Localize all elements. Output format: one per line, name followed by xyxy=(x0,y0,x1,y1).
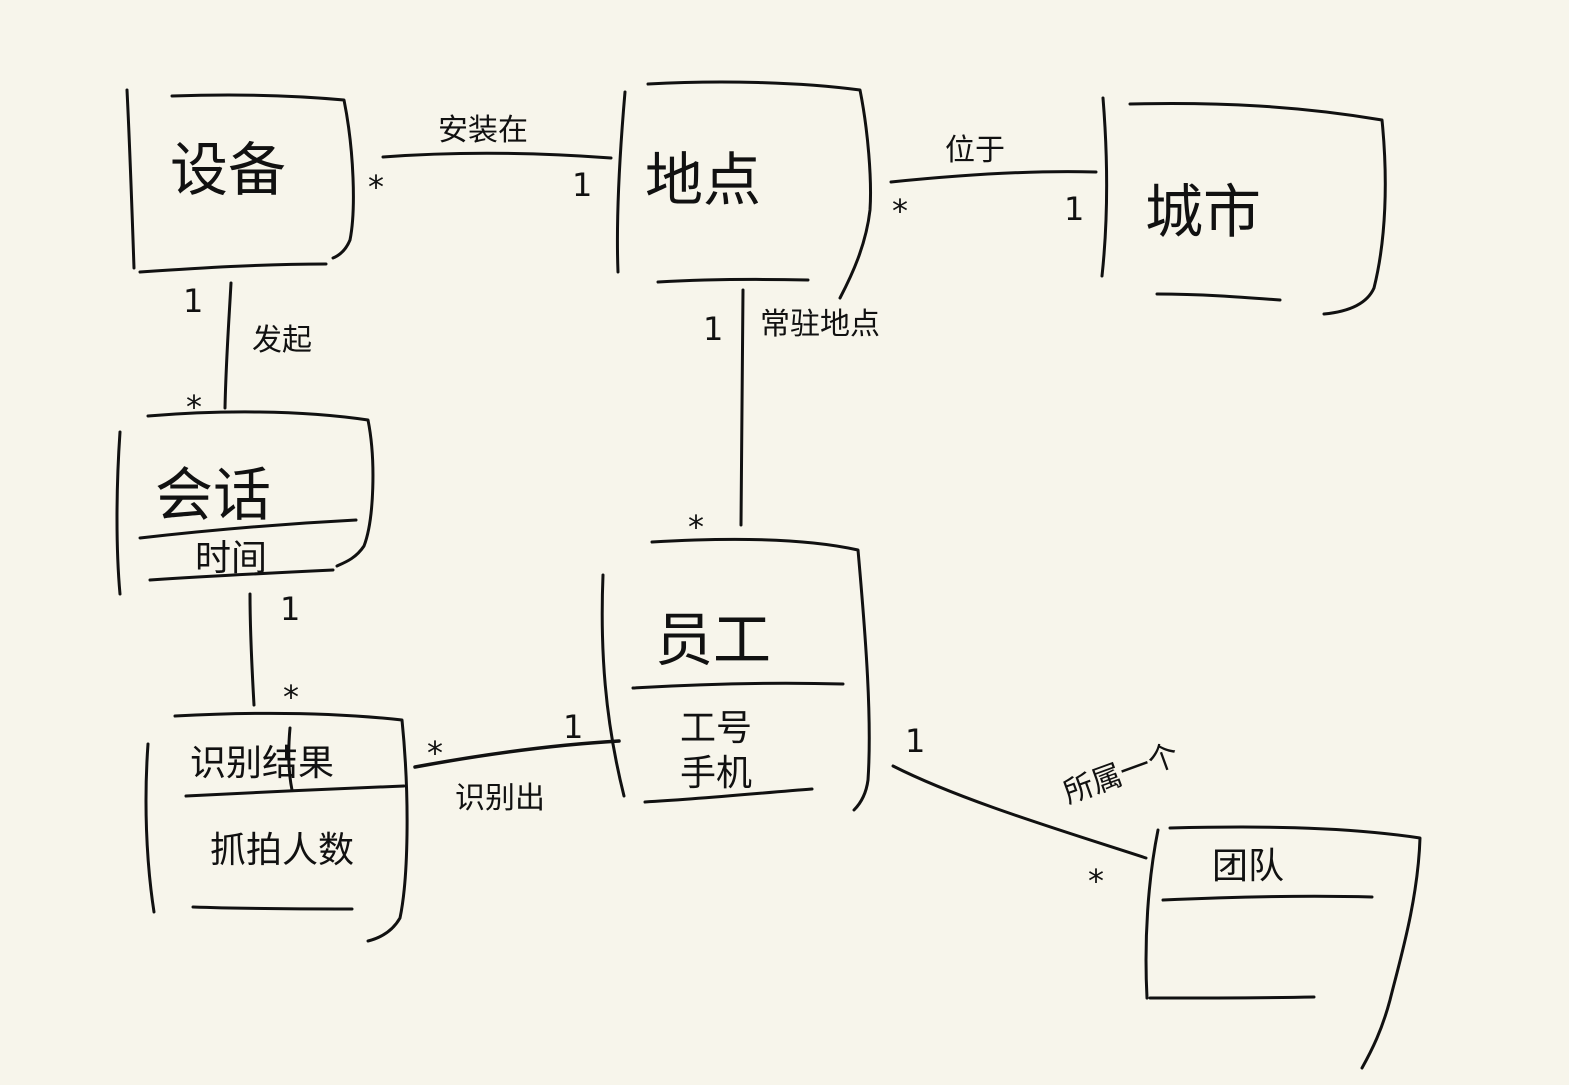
entity-device: 设备 xyxy=(125,88,355,274)
rel-employee-team-label: 所属一个 xyxy=(1059,737,1184,811)
entity-session: 会话 时间 xyxy=(115,410,375,596)
rel-result-employee-label: 识别出 xyxy=(455,781,545,816)
rel-employee-team-mult-to: * xyxy=(1088,862,1104,900)
entity-team: 团队 xyxy=(1144,825,1422,1070)
entity-employee: 员工 工号 手机 xyxy=(600,537,871,812)
rel-location-employee-label: 常驻地点 xyxy=(760,307,880,342)
entity-location-name: 地点 xyxy=(645,146,761,214)
rel-location-city: 位于 * 1 xyxy=(889,133,1098,230)
rel-result-employee: 识别出 * 1 xyxy=(413,708,621,816)
rel-device-location-mult-to: 1 xyxy=(572,166,592,204)
entity-device-name: 设备 xyxy=(170,136,286,204)
entity-recognition-result-name: 识别结果 xyxy=(190,743,334,784)
rel-device-location: 安装在 * 1 xyxy=(368,113,613,206)
rel-employee-team-mult-from: 1 xyxy=(905,722,925,760)
rel-location-city-label: 位于 xyxy=(945,133,1005,168)
rel-location-employee: 常驻地点 1 * xyxy=(688,288,880,546)
employee-attr-phone: 手机 xyxy=(680,753,752,794)
entity-team-name: 团队 xyxy=(1212,846,1284,887)
entity-session-name: 会话 xyxy=(155,461,271,529)
entity-recognition-result: 识别结果 抓拍人数 xyxy=(144,711,409,943)
result-attr-capture-count: 抓拍人数 xyxy=(210,830,354,871)
entity-employee-name: 员工 xyxy=(655,606,771,674)
rel-location-employee-mult-to: * xyxy=(688,508,704,546)
session-attr-time: 时间 xyxy=(195,538,267,579)
rel-location-city-mult-to: 1 xyxy=(1064,190,1084,228)
entity-location: 地点 xyxy=(615,80,873,300)
rel-device-session-mult-from: 1 xyxy=(183,282,203,320)
rel-session-result: 1 * xyxy=(248,590,300,716)
rel-employee-team: 所属一个 1 * xyxy=(891,722,1184,900)
rel-result-employee-mult-to: 1 xyxy=(563,708,583,746)
entity-city-name: 城市 xyxy=(1145,178,1261,246)
rel-location-employee-mult-from: 1 xyxy=(703,310,723,348)
rel-session-result-mult-from: 1 xyxy=(280,590,300,628)
employee-attr-id: 工号 xyxy=(680,708,752,749)
entity-city: 城市 xyxy=(1100,96,1387,316)
rel-device-session-mult-to: * xyxy=(186,388,202,426)
rel-device-session-label: 发起 xyxy=(252,323,312,358)
rel-device-location-label: 安装在 xyxy=(438,113,528,148)
rel-session-result-mult-to: * xyxy=(283,678,299,716)
rel-device-location-mult-from: * xyxy=(368,168,384,206)
rel-result-employee-mult-from: * xyxy=(427,734,443,772)
rel-device-session: 发起 1 * xyxy=(183,281,312,426)
rel-location-city-mult-from: * xyxy=(892,192,908,230)
